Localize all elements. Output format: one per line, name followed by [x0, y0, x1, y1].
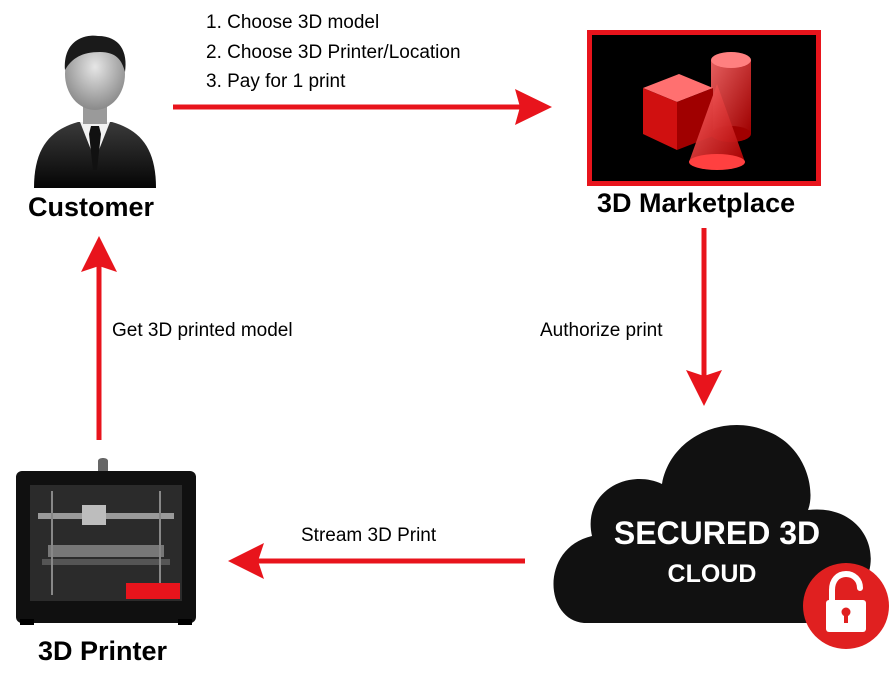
3d-printer-icon	[16, 458, 196, 625]
arrow-printer-to-customer	[81, 236, 117, 440]
authorize-label: Authorize print	[540, 320, 663, 341]
businessman-icon	[34, 35, 156, 188]
3d-shapes-icon	[587, 30, 821, 186]
arrow-customer-to-marketplace	[173, 89, 552, 125]
arrow-cloud-to-printer	[228, 543, 525, 579]
cloud-subtitle: CLOUD	[667, 560, 757, 588]
purchase-steps: 1. Choose 3D model 2. Choose 3D Printer/…	[206, 8, 461, 97]
customer-label: Customer	[28, 192, 155, 222]
get-model-label: Get 3D printed model	[112, 320, 293, 341]
arrow-marketplace-to-cloud	[686, 228, 722, 406]
stream-label: Stream 3D Print	[301, 525, 437, 546]
step-1: 1. Choose 3D model	[206, 12, 380, 33]
printer-label: 3D Printer	[38, 636, 168, 666]
unlocked-padlock-icon	[803, 563, 889, 649]
marketplace-label: 3D Marketplace	[597, 188, 796, 218]
cloud-icon	[553, 425, 872, 624]
step-3: 3. Pay for 1 print	[206, 71, 346, 92]
step-2: 2. Choose 3D Printer/Location	[206, 41, 461, 63]
cloud-title: SECURED 3D	[613, 515, 821, 551]
